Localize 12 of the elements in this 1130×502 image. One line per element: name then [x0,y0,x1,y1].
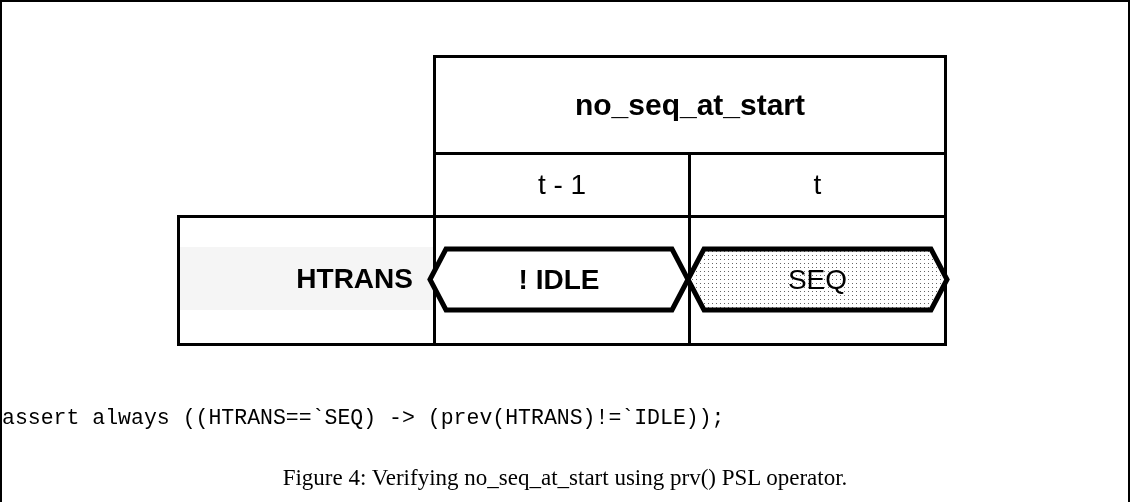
signal-value-hexagon [430,247,688,312]
signal-value-hexagon [688,247,947,312]
figure-caption: Figure 4: Verifying no_seq_at_start using prv() PSL operator. [281,465,849,491]
cell-text: SEQ [787,263,848,296]
cell-text: ! IDLE [518,263,600,296]
cell-text: t - 1 [537,169,587,201]
cell-text: t [813,169,822,201]
signal-name-cell [180,247,433,310]
assertion-code: assert always ((HTRANS==`SEQ) -> (prev(HTRANS)!=`IDLE)); [2,406,725,430]
cell-text: HTRANS [296,262,414,295]
cell-text: no_seq_at_start [574,88,806,122]
header-cell [433,55,947,155]
